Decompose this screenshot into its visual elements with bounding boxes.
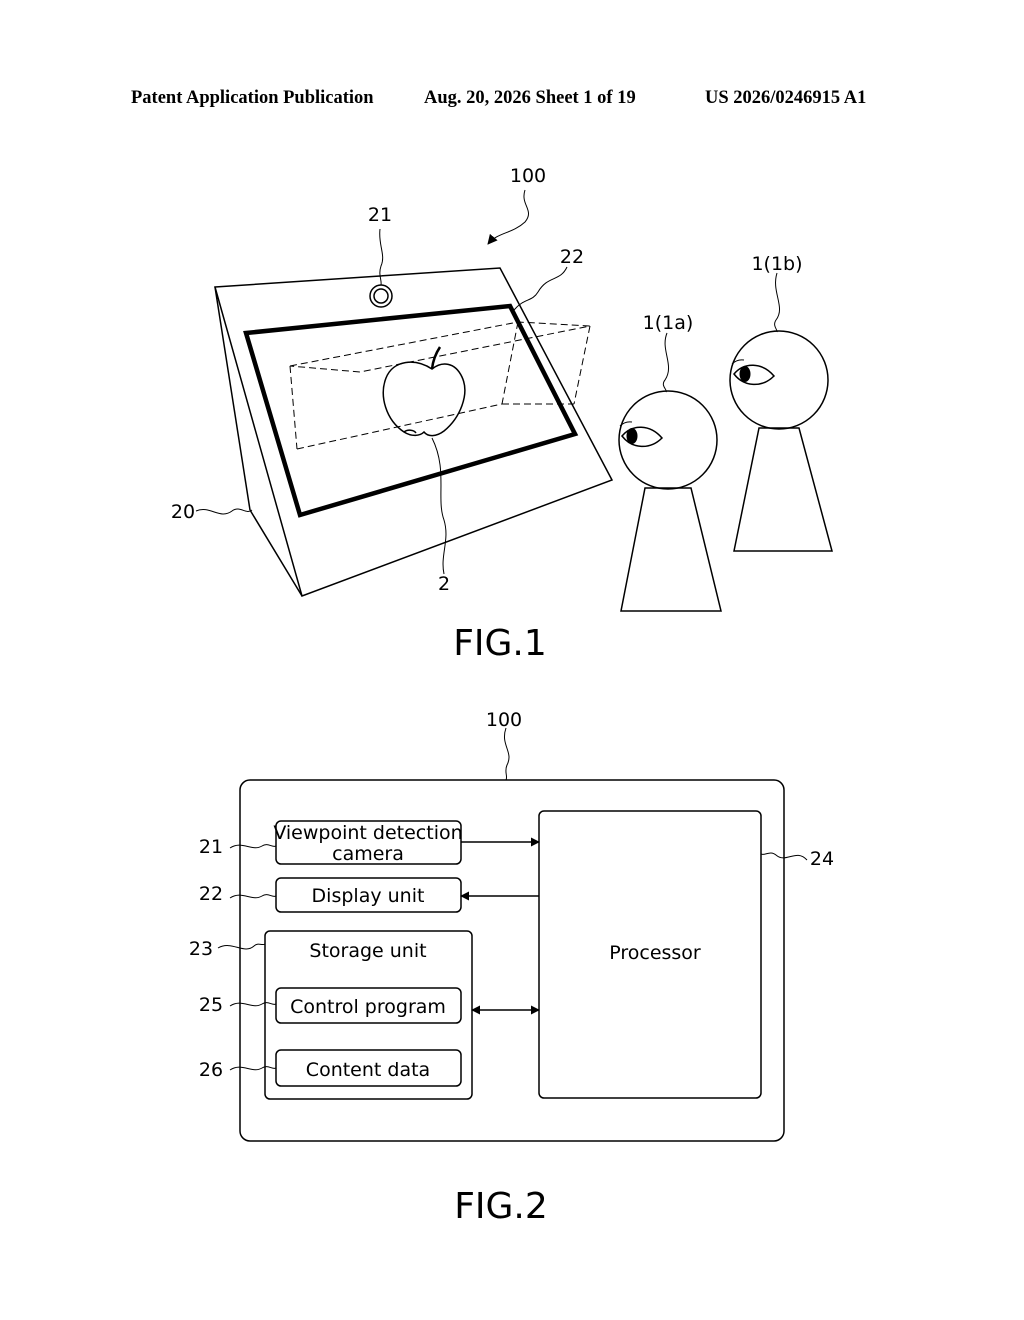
fig1-caption: FIG.1 bbox=[453, 623, 547, 664]
storage-unit-label: Storage unit bbox=[309, 940, 426, 962]
viewer-1b-figure bbox=[730, 331, 832, 551]
fig1-label-2: 2 bbox=[438, 573, 450, 595]
fig1-label-22: 22 bbox=[560, 246, 584, 268]
apple-object-icon bbox=[383, 347, 464, 436]
display-unit-label: Display unit bbox=[312, 885, 425, 907]
content-data-label: Content data bbox=[306, 1059, 430, 1081]
fig2-caption: FIG.2 bbox=[454, 1186, 548, 1227]
camera-box-label-line2: camera bbox=[332, 843, 404, 865]
viewer-1a-figure bbox=[619, 391, 721, 611]
fig1-label-1b: 1(1b) bbox=[751, 253, 802, 275]
fig2-label-100: 100 bbox=[486, 709, 522, 731]
fig2-label-21: 21 bbox=[199, 836, 223, 858]
camera-box-label-line1: Viewpoint detection bbox=[273, 822, 462, 844]
fig1-label-21: 21 bbox=[368, 204, 392, 226]
fig1-label-100: 100 bbox=[510, 165, 546, 187]
fig1-label-20: 20 bbox=[171, 501, 195, 523]
fig2-label-23: 23 bbox=[189, 938, 213, 960]
processor-label: Processor bbox=[609, 942, 701, 964]
fig1-illustration bbox=[196, 190, 832, 611]
fig2-label-22: 22 bbox=[199, 883, 223, 905]
control-program-label: Control program bbox=[290, 996, 446, 1018]
display-screen bbox=[246, 306, 575, 515]
virtual-space-box bbox=[290, 322, 590, 449]
fig2-label-24: 24 bbox=[810, 848, 834, 870]
fig2-label-26: 26 bbox=[199, 1059, 223, 1081]
viewpoint-camera-icon bbox=[370, 285, 392, 307]
fig1-leader-lines bbox=[196, 190, 780, 574]
fig2-label-25: 25 bbox=[199, 994, 223, 1016]
fig1-label-1a: 1(1a) bbox=[643, 312, 694, 334]
